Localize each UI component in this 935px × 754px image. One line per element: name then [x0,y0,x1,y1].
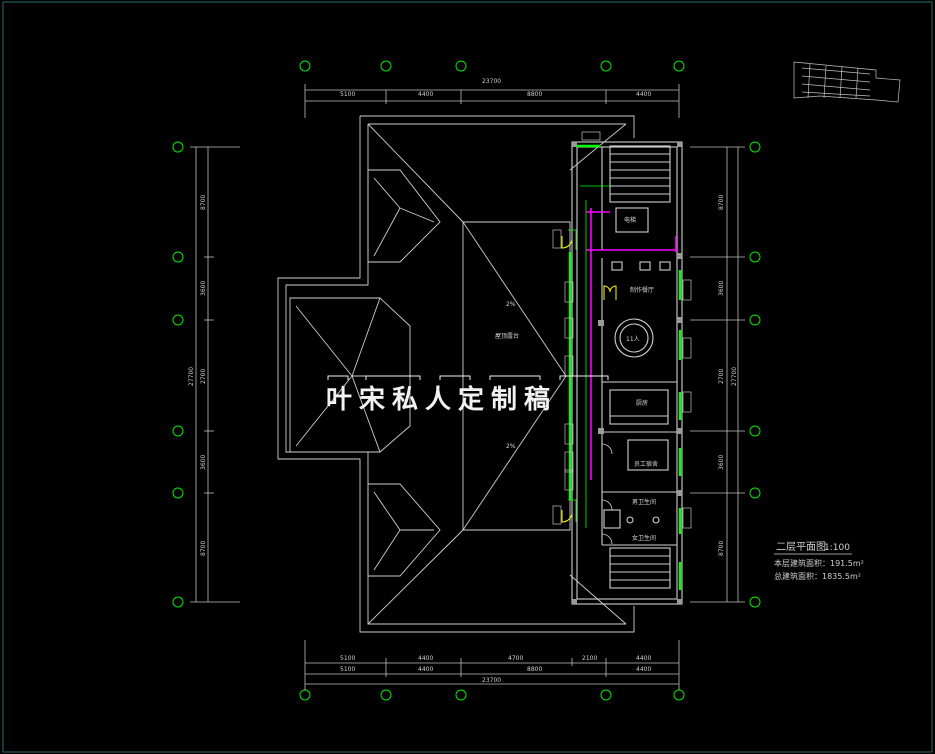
dim-bottom-r2-3: 8800 [527,666,542,673]
watermark: 叶宋私人定制稿 [326,375,609,415]
glazing-thin-lines [568,185,610,528]
dim-left-3: 2700 [200,369,207,384]
title-block: 二层平面图 1:100 本层建筑面积：191.5m² 总建筑面积：1835.5m… [774,541,864,581]
dim-bottom-r1-2: 4400 [418,655,433,662]
room-staff: 员工宿舍 [634,460,658,468]
dim-bottom-r2-1: 5100 [340,666,355,673]
dim-top-4: 4400 [636,91,651,98]
left-dimension-texts: 8700 3600 2700 3600 8700 27700 [188,195,207,556]
door-swings [601,443,613,545]
room-womens-wc: 女卫生间 [632,534,656,542]
thumbnail-preview [793,61,901,103]
dim-bottom-r1-1: 5100 [340,655,355,662]
dim-right-5: 8700 [718,541,725,556]
dim-top-total: 23700 [482,78,501,85]
dim-top-1: 5100 [340,91,355,98]
dim-left-2: 3600 [200,281,207,296]
watermark-text: 叶宋私人定制稿 [326,384,557,415]
partition-walls [586,208,678,480]
roof-outline [277,115,635,633]
columns [572,142,682,604]
window-tags [552,131,692,529]
room-labels: 制作餐厅 11人 厨房 员工宿舍 男卫生间 女卫生间 电梯 屋顶露台 2% 2% [495,216,658,542]
drawing-scale: 1:100 [824,543,850,553]
dim-bottom-r2-4: 4400 [636,666,651,673]
room-roof-terrace: 屋顶露台 [495,332,519,340]
slope-label-1: 2% [506,301,516,308]
room-dining: 制作餐厅 [630,286,654,294]
dim-bottom-total: 23700 [482,677,501,684]
room-kitchen: 厨房 [636,399,648,407]
slope-label-2: 2% [506,443,516,450]
doors [561,236,617,523]
area-line-2: 总建筑面积：1835.5m² [774,571,861,581]
dim-right-4: 3600 [718,455,725,470]
right-dimension-texts: 8700 3600 2700 3600 8700 27700 [718,195,738,556]
dim-left-1: 8700 [200,195,207,210]
top-dimension-texts: 5100 4400 8800 4400 23700 [340,78,651,98]
dim-bottom-r1-4: 2100 [582,655,597,662]
dim-right-2: 3600 [718,281,725,296]
bottom-dimension-texts: 5100 4400 4700 2100 4400 5100 4400 8800 … [340,655,651,684]
dim-left-5: 8700 [200,541,207,556]
dim-right-total: 27700 [731,367,738,386]
dim-right-1: 8700 [718,195,725,210]
grid-axis-bubbles [172,60,761,701]
room-elevator: 电梯 [624,216,636,224]
dim-top-2: 4400 [418,91,433,98]
room-private: 11人 [626,336,640,343]
area-line-1: 本层建筑面积：191.5m² [774,558,864,568]
dim-left-total: 27700 [188,367,195,386]
room-mens-wc: 男卫生间 [632,498,656,506]
dim-bottom-r2-2: 4400 [418,666,433,673]
dim-left-4: 3600 [200,455,207,470]
dimension-lines [190,84,745,690]
drawing-title: 二层平面图 [776,541,826,553]
dim-bottom-r1-3: 4700 [508,655,523,662]
dim-right-3: 2700 [718,369,725,384]
dim-bottom-r1-5: 4400 [636,655,651,662]
dim-top-3: 8800 [527,91,542,98]
